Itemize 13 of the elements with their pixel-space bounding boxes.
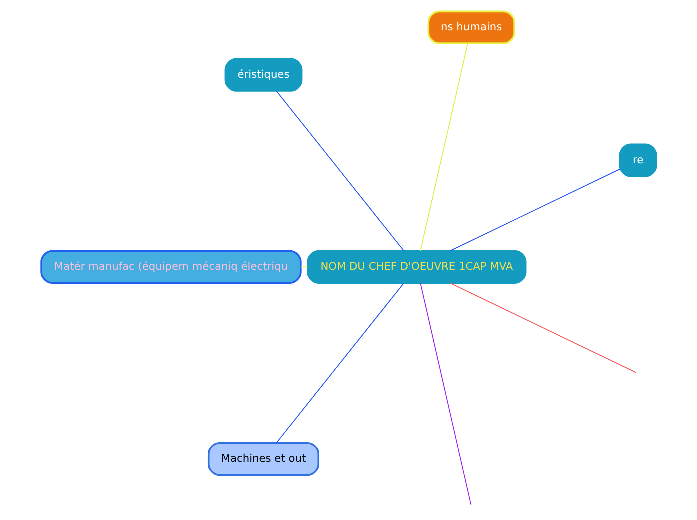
node-box: NOM DU CHEF D'OEUVRE 1CAP MVA bbox=[306, 250, 526, 284]
node-box: Matér manufac (équipem mécaniq électriqu bbox=[40, 250, 302, 284]
connector bbox=[276, 282, 404, 444]
connector bbox=[276, 90, 404, 252]
node-box: re bbox=[618, 144, 657, 178]
connector bbox=[449, 282, 636, 374]
connector bbox=[449, 168, 620, 252]
node-box: ns humains bbox=[427, 10, 515, 44]
connector bbox=[420, 282, 472, 506]
node-box: éristiques bbox=[224, 58, 302, 92]
node-box: Machines et out bbox=[207, 442, 320, 476]
connector bbox=[420, 43, 468, 252]
connector bbox=[300, 266, 308, 268]
